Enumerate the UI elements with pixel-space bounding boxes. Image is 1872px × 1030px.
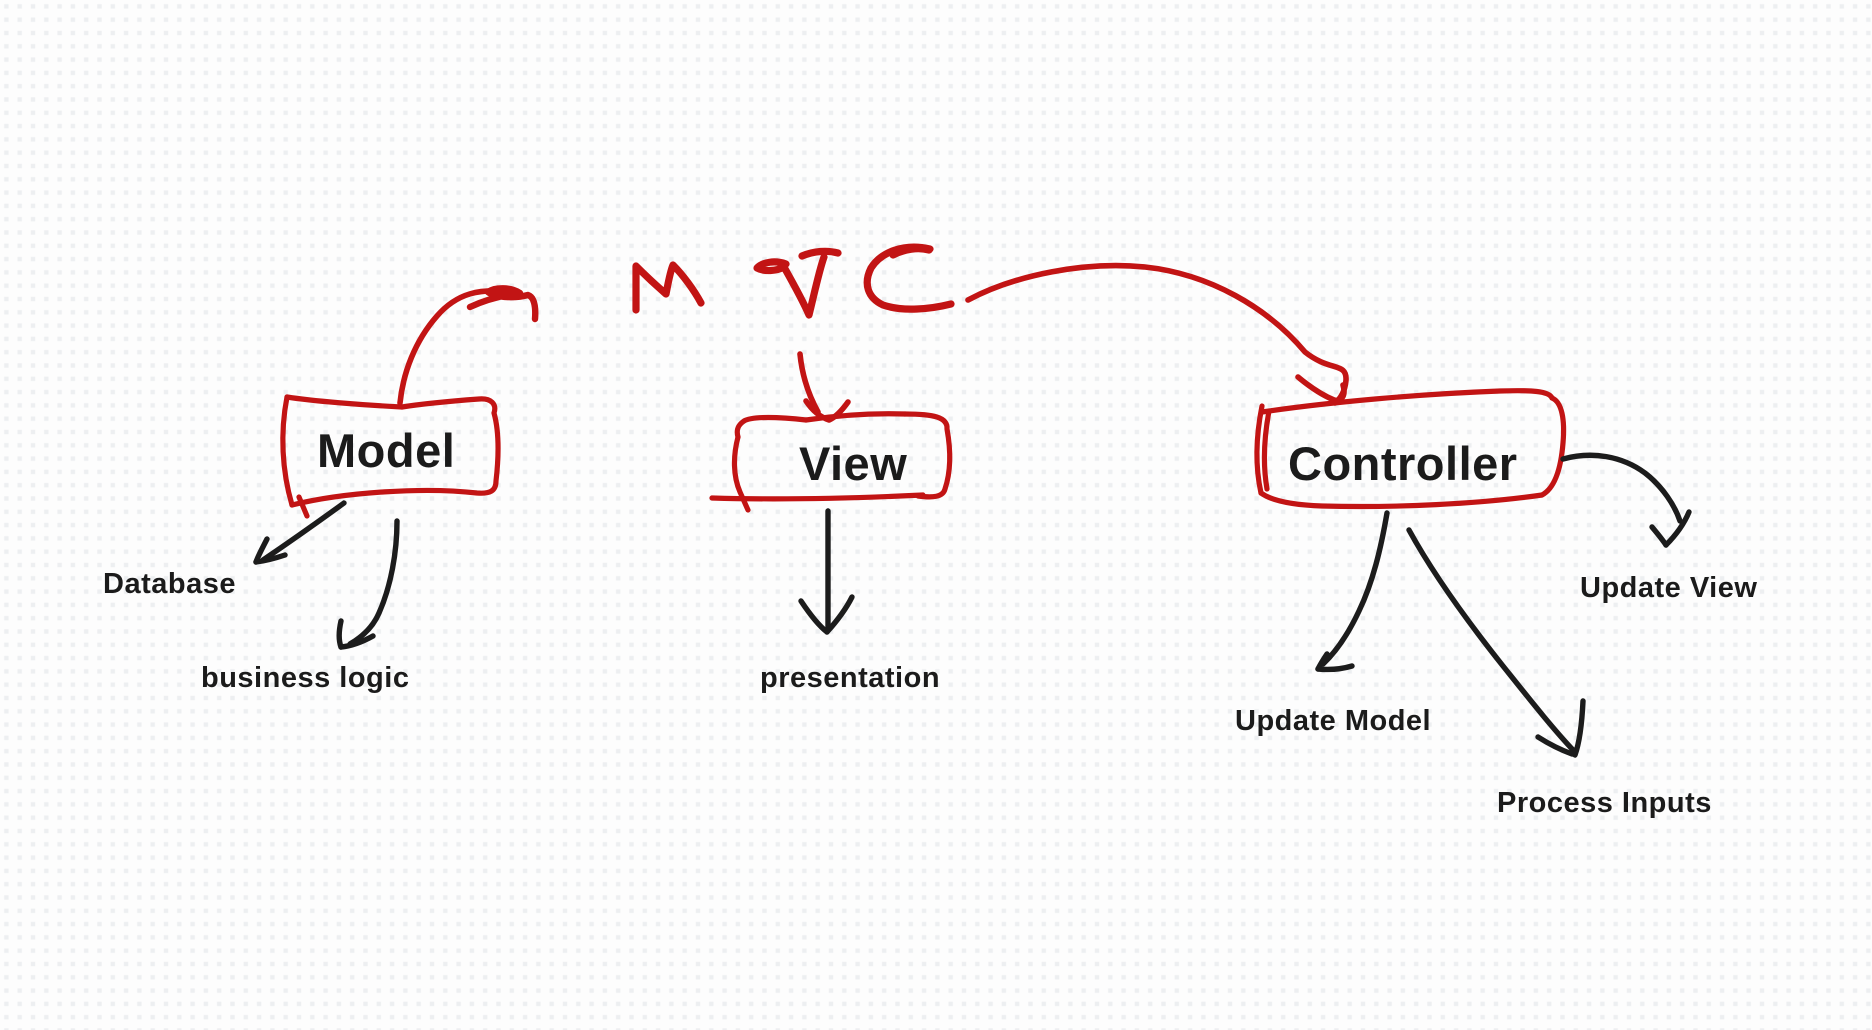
mvc-to-view-arrow: [797, 351, 851, 423]
model-to-database-arrow: [253, 500, 347, 565]
view-node-box: [709, 411, 953, 513]
controller-to-update-model-arrow: [1315, 510, 1390, 673]
annotation-update-model: Update Model: [1235, 705, 1432, 737]
node-controller-label: Controller: [1288, 437, 1518, 490]
mvc-to-controller-arrowhead: [1295, 374, 1347, 404]
controller-to-update-view-arrow: [1560, 452, 1692, 548]
annotation-process-inputs: Process Inputs: [1497, 787, 1712, 819]
mvc-to-controller-arrow: [965, 262, 1349, 406]
model-to-mvc-arrow: [397, 285, 539, 406]
node-view-label: View: [799, 437, 908, 490]
model-to-mvc-arrowhead: [466, 285, 539, 323]
mvc-handwritten-label: [632, 243, 955, 319]
controller-node-box: [1254, 388, 1567, 510]
model-to-business-logic-arrow: [336, 518, 400, 650]
black-ink-layer: [253, 452, 1692, 758]
letter-v-bar: [798, 247, 842, 260]
node-model-label: Model: [317, 424, 456, 477]
red-ink-layer: [280, 243, 1567, 519]
letter-c-top: [889, 245, 933, 259]
annotation-business-logic: business logic: [201, 662, 410, 694]
annotation-database: Database: [103, 568, 236, 600]
controller-to-process-inputs-arrow: [1406, 527, 1586, 758]
annotation-presentation: presentation: [760, 662, 941, 694]
mvc-to-view-arrowhead: [803, 398, 851, 423]
view-to-presentation-arrow: [798, 508, 855, 635]
model-node-box: [280, 394, 501, 519]
letter-m: [632, 261, 705, 314]
annotation-update-view: Update View: [1580, 572, 1758, 604]
letter-v-body: [753, 253, 828, 319]
